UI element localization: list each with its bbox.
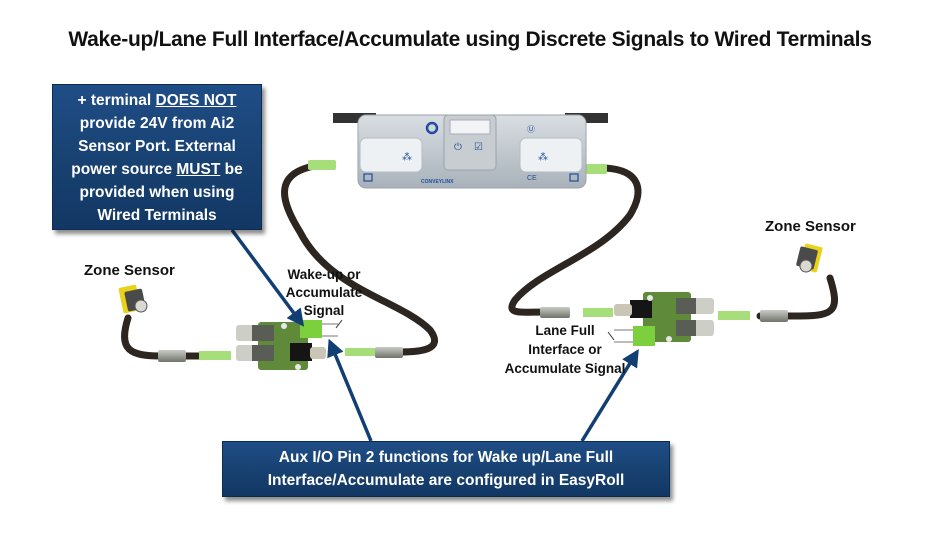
zone-sensor-left-label: Zone Sensor xyxy=(84,262,175,279)
cable-connector-green xyxy=(583,308,613,317)
warning-emphasis: MUST xyxy=(176,161,221,178)
ce-mark: CE xyxy=(527,175,537,182)
switch-symbol-icon xyxy=(335,319,343,329)
config-text: Interface/Accumulate are configured in E… xyxy=(267,472,625,489)
warning-text: Sensor Port. External xyxy=(78,138,236,155)
brand-text: CONVEYLINX xyxy=(421,179,454,185)
zone-sensor-left xyxy=(118,284,148,314)
arrow-warning-to-terminal xyxy=(230,228,305,327)
cable-connector-green xyxy=(308,160,336,170)
wired-terminal-block xyxy=(300,320,322,338)
signal-label-line: Signal xyxy=(303,303,345,318)
signal-label-line: Wake-up or xyxy=(287,267,361,282)
port-icon xyxy=(363,173,373,182)
warning-text: provide 24V from Ai2 xyxy=(79,115,235,132)
ul-mark-icon: Ⓤ xyxy=(527,125,535,134)
port-icon xyxy=(569,173,579,182)
power-icon: ⏻ xyxy=(454,142,462,153)
wired-terminal-block xyxy=(633,326,655,346)
cable-ferrule xyxy=(760,310,788,322)
signal-label-line: Accumulate Signal xyxy=(504,361,626,376)
signal-label-line: Lane Full xyxy=(535,323,595,338)
terminal-board-left xyxy=(236,319,343,370)
warning-text: provided when using xyxy=(79,184,235,201)
warning-text: power source xyxy=(71,161,177,178)
warning-callout: + terminal DOES NOT provide 24V from Ai2… xyxy=(52,84,262,230)
config-text: Aux I/O Pin 2 functions for Wake up/Lane… xyxy=(278,449,614,466)
cable-sensor-left xyxy=(121,314,231,362)
cable-connector-green xyxy=(718,311,750,320)
lane-full-signal-label: Lane Full Interface or Accumulate Signal xyxy=(490,321,640,378)
warning-emphasis: DOES NOT xyxy=(155,92,237,109)
power-logo-icon xyxy=(425,121,439,135)
conveylinx-module: ⏻ ☑ ⁂ ⁂ CONVEYLINX CE Ⓤ xyxy=(333,113,608,189)
network-icon: ⁂ xyxy=(538,151,548,163)
zone-sensor-right xyxy=(796,243,823,273)
config-callout: Aux I/O Pin 2 functions for Wake up/Lane… xyxy=(222,441,670,497)
arrow-config-to-left-terminal xyxy=(327,338,373,442)
cable-ferrule xyxy=(375,347,403,358)
check-icon: ☑ xyxy=(474,142,483,153)
cable-ferrule xyxy=(158,350,186,362)
zone-sensor-right-label: Zone Sensor xyxy=(765,218,856,235)
terminal-board-right xyxy=(607,292,714,346)
cable-device-left-to-terminal-left xyxy=(281,160,438,358)
warning-text: Wired Terminals xyxy=(97,207,217,224)
signal-label-line: Interface or xyxy=(528,342,602,357)
switch-symbol-icon xyxy=(607,331,615,341)
network-icon: ⁂ xyxy=(402,151,412,163)
arrow-config-to-right-terminal xyxy=(580,349,639,442)
cable-sensor-right xyxy=(718,274,838,322)
wake-up-signal-label: Wake-up or Accumulate Signal xyxy=(276,266,372,320)
cable-connector-green xyxy=(345,348,375,356)
signal-label-line: Accumulate xyxy=(285,285,363,300)
warning-text: be xyxy=(220,161,243,178)
cable-connector-green xyxy=(199,351,231,360)
cable-ferrule xyxy=(540,307,570,318)
diagram-title: Wake-up/Lane Full Interface/Accumulate u… xyxy=(68,28,872,51)
warning-text: + terminal xyxy=(77,92,156,109)
